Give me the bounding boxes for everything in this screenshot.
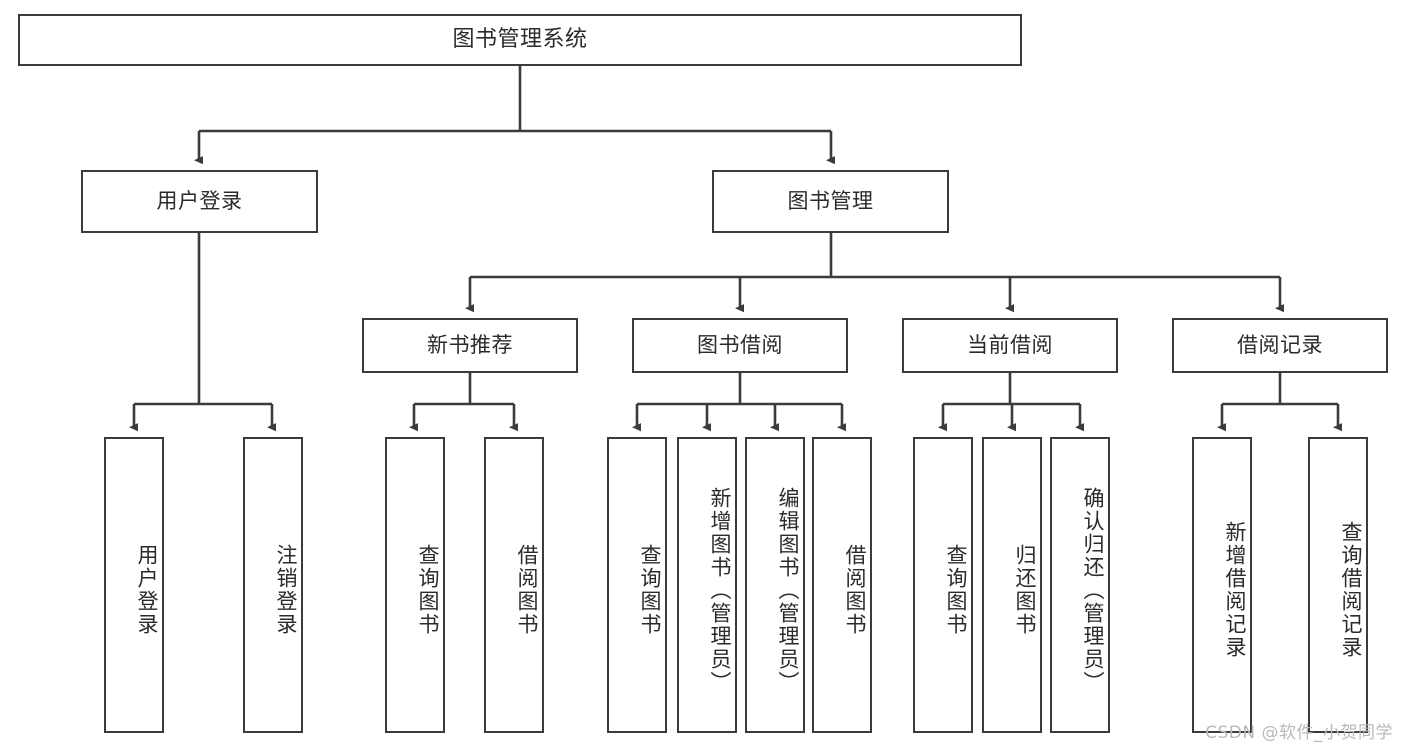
- node-current-borrow[interactable]: 当前借阅: [902, 318, 1118, 373]
- leaf-label: 用户登录: [135, 544, 159, 636]
- leaf-new-book-query-book[interactable]: 查询图书: [385, 437, 445, 733]
- leaf-book-borrow-borrow-book[interactable]: 借阅图书: [812, 437, 872, 733]
- node-root-book-management-system[interactable]: 图书管理系统: [18, 14, 1022, 66]
- node-user-login-label: 用户登录: [156, 188, 243, 213]
- node-book-borrow-label: 图书借阅: [697, 332, 783, 357]
- leaf-label: 新增借阅记录: [1223, 521, 1247, 659]
- leaf-label: 查询借阅记录: [1339, 521, 1363, 659]
- node-new-book-recommend-label: 新书推荐: [427, 332, 513, 357]
- leaf-user-login-login[interactable]: 用户登录: [104, 437, 164, 733]
- csdn-watermark: CSDN @软件_小贺同学: [1205, 723, 1393, 743]
- node-root-label: 图书管理系统: [452, 26, 588, 52]
- leaf-book-borrow-edit-book-admin[interactable]: 编辑图书（管理员）: [745, 437, 805, 733]
- node-new-book-recommend[interactable]: 新书推荐: [362, 318, 578, 373]
- leaf-label: 注销登录: [274, 544, 298, 636]
- leaf-label: 查询图书: [638, 544, 662, 636]
- leaf-label: 确认归还（管理员）: [1081, 486, 1105, 694]
- leaf-label: 归还图书: [1013, 544, 1037, 636]
- leaf-current-borrow-return-book[interactable]: 归还图书: [982, 437, 1042, 733]
- leaf-book-borrow-add-book-admin[interactable]: 新增图书（管理员）: [677, 437, 737, 733]
- leaf-current-borrow-query-book[interactable]: 查询图书: [913, 437, 973, 733]
- node-book-management[interactable]: 图书管理: [712, 170, 949, 233]
- node-borrow-record[interactable]: 借阅记录: [1172, 318, 1388, 373]
- leaf-new-book-borrow-book[interactable]: 借阅图书: [484, 437, 544, 733]
- leaf-label: 查询图书: [944, 544, 968, 636]
- leaf-label: 借阅图书: [843, 544, 867, 636]
- leaf-label: 新增图书（管理员）: [708, 486, 732, 694]
- node-current-borrow-label: 当前借阅: [967, 332, 1053, 357]
- leaf-borrow-record-add-record[interactable]: 新增借阅记录: [1192, 437, 1252, 733]
- node-borrow-record-label: 借阅记录: [1237, 332, 1323, 357]
- node-book-borrow[interactable]: 图书借阅: [632, 318, 848, 373]
- leaf-label: 借阅图书: [515, 544, 539, 636]
- leaf-book-borrow-query-book[interactable]: 查询图书: [607, 437, 667, 733]
- leaf-current-borrow-confirm-return-admin[interactable]: 确认归还（管理员）: [1050, 437, 1110, 733]
- leaf-label: 编辑图书（管理员）: [776, 486, 800, 694]
- leaf-borrow-record-query-record[interactable]: 查询借阅记录: [1308, 437, 1368, 733]
- leaf-label: 查询图书: [416, 544, 440, 636]
- node-user-login[interactable]: 用户登录: [81, 170, 318, 233]
- node-book-management-label: 图书管理: [787, 188, 874, 213]
- leaf-user-login-logout[interactable]: 注销登录: [243, 437, 303, 733]
